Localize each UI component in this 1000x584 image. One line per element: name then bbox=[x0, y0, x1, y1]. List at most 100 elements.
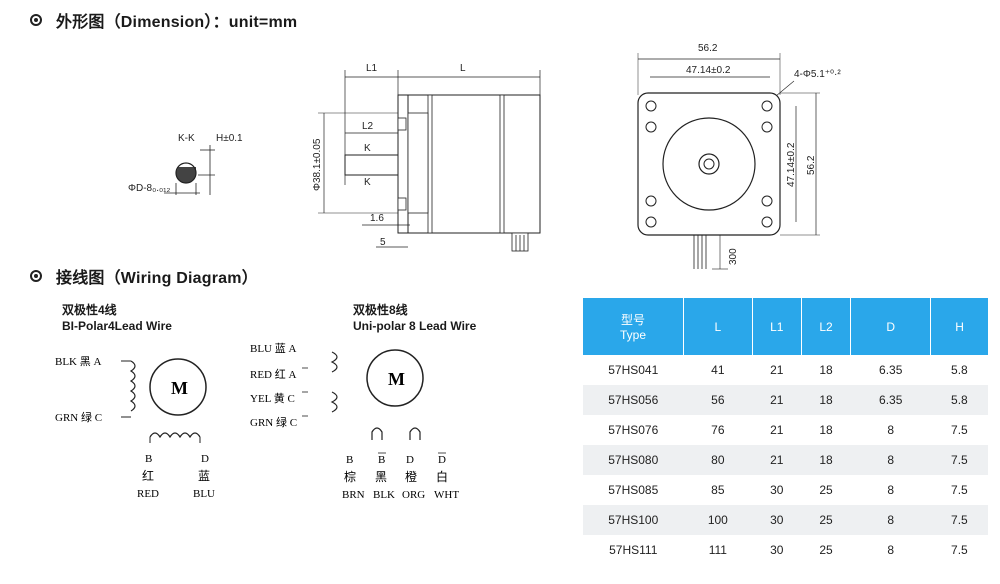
table-row: 57HS111 111 30 25 8 7.5 bbox=[583, 535, 988, 565]
unipolar-letter-2: B bbox=[378, 454, 385, 466]
cell-l: 41 bbox=[711, 363, 725, 377]
bipolar-b-en: RED bbox=[137, 488, 159, 500]
l1-label: L1 bbox=[366, 63, 378, 74]
cell-h: 7.5 bbox=[951, 483, 968, 497]
unipolar-en-1: BRN bbox=[342, 489, 365, 501]
spec-table: 型号 Type L L1 L2 D H 57HS041 41 21 18 6.3… bbox=[583, 298, 988, 565]
table-row: 57HS080 80 21 18 8 7.5 bbox=[583, 445, 988, 475]
h-tolerance-label: H±0.1 bbox=[216, 133, 243, 144]
motor-side-view-drawing: L1 L L2 K K Φ38.1±0.05 1.6 5 bbox=[312, 63, 541, 252]
k-top-label: K bbox=[364, 143, 371, 154]
table-row: 57HS056 56 21 18 6.35 5.8 bbox=[583, 385, 988, 415]
cell-d: 8 bbox=[850, 505, 931, 535]
dimension-title: 外形图（Dimension）：unit=mm bbox=[56, 14, 298, 31]
dimension-heading: 外形图（Dimension）：unit=mm bbox=[30, 8, 297, 32]
cell-l2: 18 bbox=[819, 423, 833, 437]
cell-l1: 21 bbox=[752, 385, 802, 415]
cell-h: 5.8 bbox=[930, 385, 988, 415]
bipolar-b-letter: B bbox=[145, 453, 152, 465]
cell-l: 111 bbox=[708, 543, 727, 557]
motor-front-view-drawing: 56.2 47.14±0.2 4-Φ5.1⁺⁰·² 47.14±0.2 56.2… bbox=[637, 43, 841, 270]
cell-l2: 25 bbox=[801, 505, 851, 535]
header-type-en: Type bbox=[619, 328, 646, 342]
cell-l1: 30 bbox=[752, 505, 802, 535]
cell-h: 7.5 bbox=[930, 505, 988, 535]
cell-h: 7.5 bbox=[930, 445, 988, 475]
dim-1-6-label: 1.6 bbox=[370, 213, 384, 224]
unipolar-letter-4: D bbox=[438, 454, 446, 466]
cell-type: 57HS080 bbox=[583, 445, 684, 475]
unipolar-title: 双极性8线 Uni-polar 8 Lead Wire bbox=[353, 302, 476, 334]
shaft-section-drawing: K-K H±0.1 ΦD-8₀.₀₁₂ bbox=[128, 133, 243, 195]
cell-l: 80 bbox=[683, 445, 753, 475]
wiring-heading: 接线图（Wiring Diagram） bbox=[30, 264, 258, 288]
unipolar-red-label: RED 红 A bbox=[250, 368, 296, 381]
unipolar-letter-3: D bbox=[406, 454, 414, 466]
width-56-2-label: 56.2 bbox=[698, 43, 718, 54]
table-row: 57HS076 76 21 18 8 7.5 bbox=[583, 415, 988, 445]
bipolar-d-letter: D bbox=[201, 453, 209, 465]
bipolar-title: 双极性4线 BI-Polar4Lead Wire bbox=[62, 302, 172, 334]
cell-l1: 21 bbox=[752, 445, 802, 475]
cell-h: 7.5 bbox=[951, 543, 968, 557]
vertical-47-14-label: 47.14±0.2 bbox=[786, 142, 797, 187]
cell-type: 57HS056 bbox=[583, 385, 684, 415]
bipolar-blk-label: BLK 黑 A bbox=[55, 355, 101, 368]
bipolar-title-cn: 双极性4线 bbox=[62, 303, 117, 317]
cell-d: 6.35 bbox=[879, 363, 903, 377]
unipolar-cn-3: 橙 bbox=[405, 469, 417, 484]
header-type: 型号 Type bbox=[583, 298, 684, 355]
bipolar-title-en: BI-Polar4Lead Wire bbox=[62, 319, 172, 333]
unipolar-cn-2: 黑 bbox=[375, 470, 387, 484]
cell-type: 57HS085 bbox=[608, 483, 659, 497]
cell-type: 57HS111 bbox=[609, 543, 658, 557]
cell-l1: 30 bbox=[770, 543, 784, 557]
shaft-diameter-label: ΦD-8₀.₀₁₂ bbox=[128, 183, 171, 194]
target-bullet-icon bbox=[30, 270, 42, 282]
unipolar-motor-label: M bbox=[388, 369, 405, 389]
flange-diameter-label: Φ38.1±0.05 bbox=[312, 138, 323, 191]
kk-label: K-K bbox=[178, 133, 195, 144]
table-row: 57HS085 85 30 25 8 7.5 bbox=[583, 475, 988, 505]
header-type-cn: 型号 bbox=[620, 313, 645, 327]
unipolar-en-4: WHT bbox=[434, 489, 459, 501]
unipolar-title-en: Uni-polar 8 Lead Wire bbox=[353, 319, 477, 333]
cell-l1: 21 bbox=[770, 363, 784, 377]
cell-type: 57HS100 bbox=[583, 505, 684, 535]
cell-l1: 21 bbox=[770, 423, 784, 437]
unipolar-cn-4: 白 bbox=[436, 469, 448, 484]
cell-l: 56 bbox=[683, 385, 753, 415]
cell-d: 6.35 bbox=[850, 385, 931, 415]
cell-d: 8 bbox=[887, 543, 895, 557]
header-h: H bbox=[930, 298, 988, 355]
bipolar-d-cn: 蓝 bbox=[198, 469, 210, 483]
header-l2: L2 bbox=[801, 298, 852, 355]
cell-l2: 18 bbox=[801, 385, 851, 415]
unipolar-letter-1: B bbox=[346, 454, 353, 466]
bipolar-motor-label: M bbox=[171, 378, 188, 398]
cell-l2: 25 bbox=[819, 543, 833, 557]
lead-length-label: 300 bbox=[728, 248, 739, 265]
table-row: 57HS041 41 21 18 6.35 5.8 bbox=[583, 355, 988, 385]
cell-l: 85 bbox=[711, 483, 725, 497]
wiring-title: 接线图（Wiring Diagram） bbox=[56, 270, 258, 287]
cell-d: 8 bbox=[850, 445, 931, 475]
unipolar-title-cn: 双极性8线 bbox=[353, 303, 408, 317]
dim-5-label: 5 bbox=[380, 237, 386, 248]
bipolar-b-cn: 红 bbox=[142, 468, 154, 483]
cell-h: 5.8 bbox=[951, 363, 968, 377]
bipolar-wiring-diagram: BLK 黑 A GRN 绿 C M B D 红 蓝 RED BLU bbox=[55, 355, 215, 500]
cell-h: 7.5 bbox=[951, 423, 968, 437]
width-47-14-label: 47.14±0.2 bbox=[686, 65, 731, 76]
vertical-56-2-label: 56.2 bbox=[806, 155, 817, 175]
table-row: 57HS100 100 30 25 8 7.5 bbox=[583, 505, 988, 535]
cell-l2: 18 bbox=[801, 445, 851, 475]
l2-label: L2 bbox=[362, 121, 374, 132]
cell-type: 57HS076 bbox=[608, 423, 659, 437]
cell-type: 57HS041 bbox=[608, 363, 659, 377]
cell-l2: 25 bbox=[819, 483, 833, 497]
cell-l1: 30 bbox=[770, 483, 784, 497]
header-l: L bbox=[683, 298, 753, 355]
header-d: D bbox=[850, 298, 932, 355]
cell-l: 76 bbox=[711, 423, 725, 437]
